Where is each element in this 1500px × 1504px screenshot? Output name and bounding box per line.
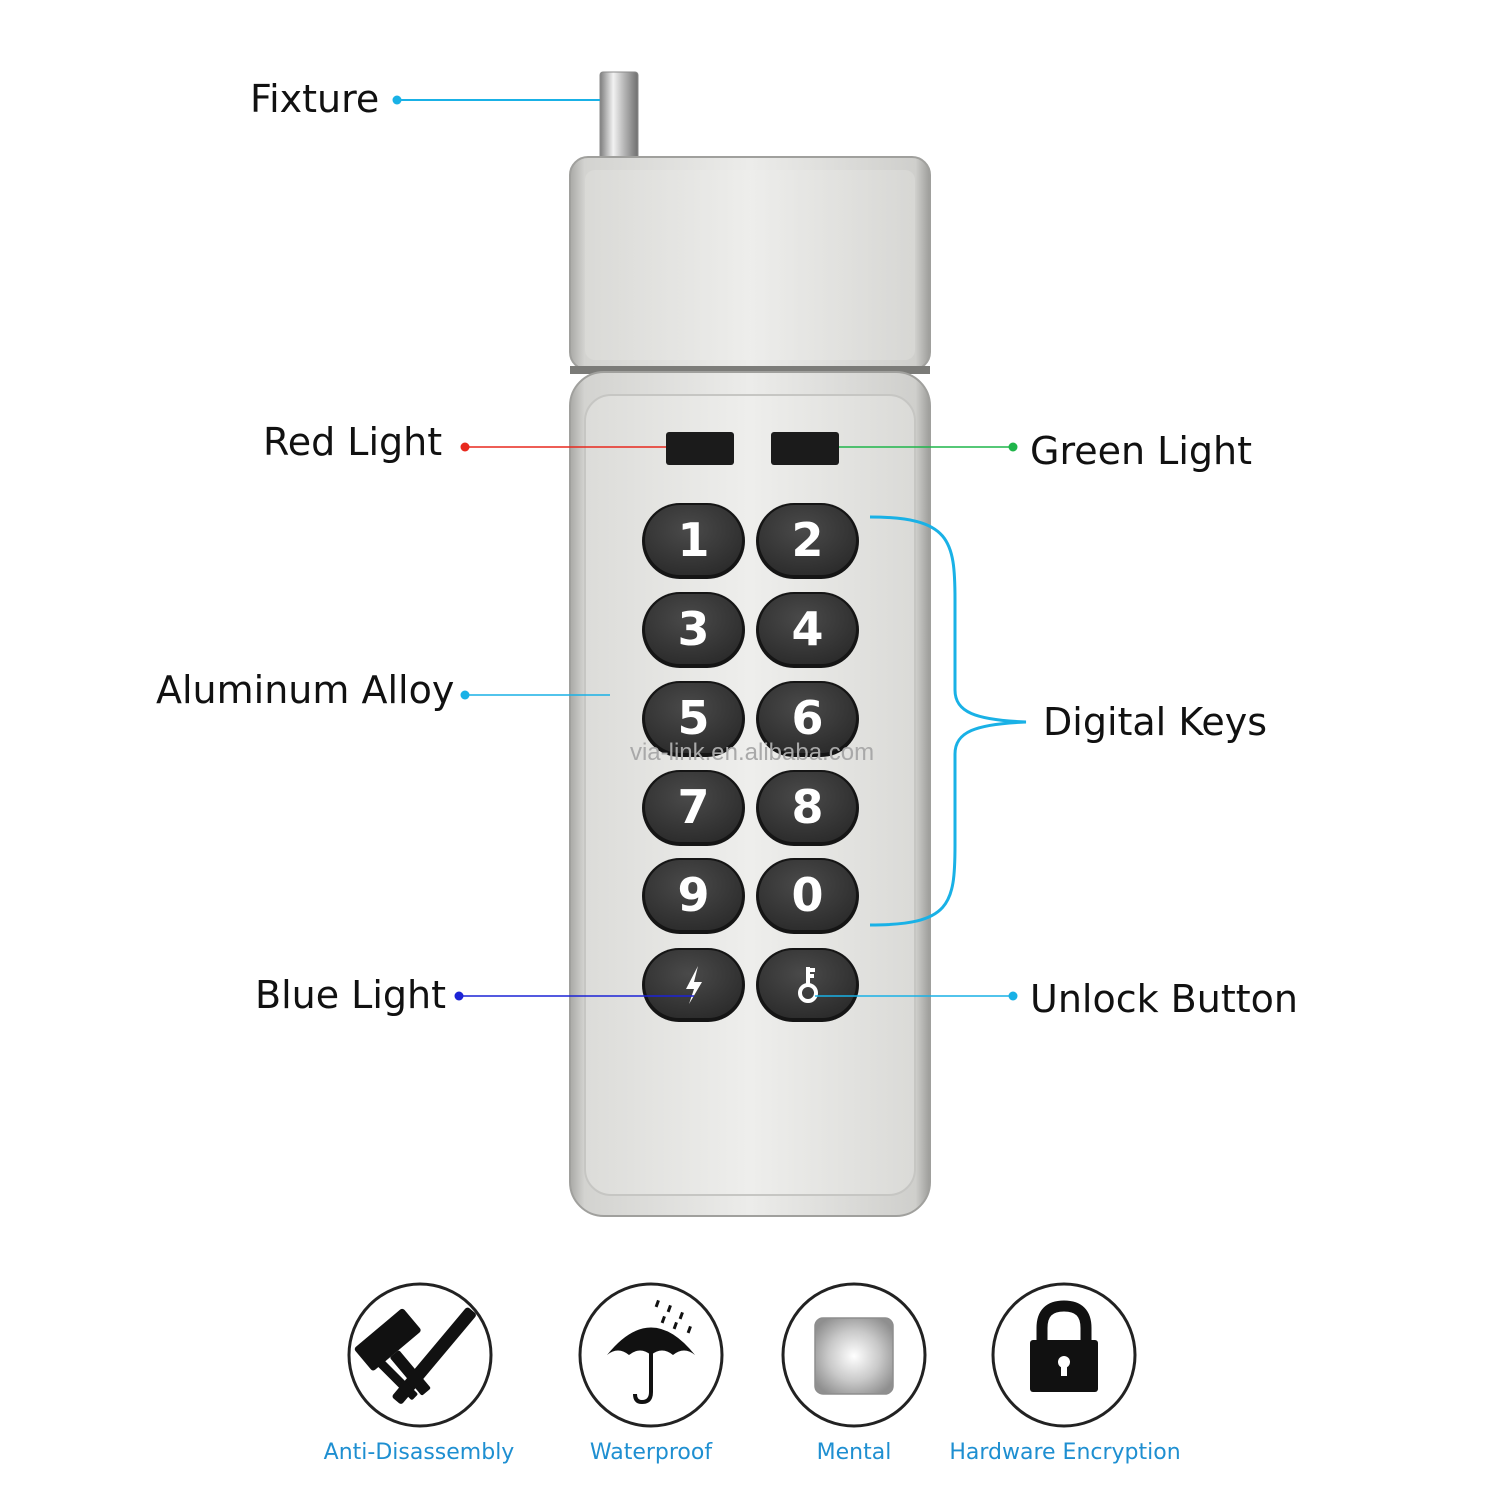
unlock-button-label: Unlock Button bbox=[1030, 977, 1298, 1021]
key-6[interactable]: 6 bbox=[756, 681, 859, 757]
hammer-tool-icon bbox=[354, 1307, 476, 1404]
key-label: 1 bbox=[677, 513, 709, 567]
feature-label-hardware-encryption: Hardware Encryption bbox=[949, 1440, 1181, 1465]
cap-seam bbox=[570, 366, 930, 374]
feature-waterproof bbox=[578, 1282, 724, 1428]
key-7[interactable]: 7 bbox=[642, 770, 745, 846]
fixture-pin bbox=[599, 71, 639, 163]
lightning-key[interactable] bbox=[642, 948, 745, 1022]
umbrella-icon bbox=[607, 1299, 695, 1405]
unlock-key[interactable] bbox=[756, 948, 859, 1022]
green-light-indicator bbox=[771, 432, 839, 465]
red-light-label: Red Light bbox=[263, 420, 443, 464]
digital-keys-grid: 1 2 3 4 5 6 7 8 9 0 bbox=[642, 503, 859, 934]
digital-keys-label: Digital Keys bbox=[1043, 700, 1268, 744]
key-label: 5 bbox=[677, 691, 709, 745]
feature-anti-disassembly bbox=[347, 1282, 493, 1428]
key-label: 7 bbox=[677, 780, 709, 834]
key-0[interactable]: 0 bbox=[756, 858, 859, 934]
metal-plate-icon bbox=[814, 1317, 894, 1395]
feature-mental bbox=[781, 1282, 927, 1428]
feature-label-waterproof: Waterproof bbox=[589, 1440, 713, 1465]
red-light-indicator bbox=[666, 432, 734, 465]
key-4[interactable]: 4 bbox=[756, 592, 859, 668]
digital-keys-bracket bbox=[869, 515, 1027, 927]
key-label: 6 bbox=[791, 691, 823, 745]
aluminum-alloy-label: Aluminum Alloy bbox=[156, 668, 455, 712]
feature-hardware-encryption bbox=[991, 1282, 1137, 1428]
key-label: 8 bbox=[791, 780, 823, 834]
keypad-panel bbox=[584, 394, 916, 1196]
feature-label-mental: Mental bbox=[816, 1440, 892, 1465]
key-label: 9 bbox=[677, 868, 709, 922]
blue-light-label: Blue Light bbox=[255, 973, 447, 1017]
watermark-text: via-link.en.alibaba.com bbox=[630, 739, 874, 766]
key-8[interactable]: 8 bbox=[756, 770, 859, 846]
key-1[interactable]: 1 bbox=[642, 503, 745, 579]
key-label: 4 bbox=[791, 602, 823, 656]
feature-label-anti-disassembly: Anti-Disassembly bbox=[323, 1440, 515, 1465]
key-label: 0 bbox=[791, 868, 823, 922]
padlock-icon bbox=[1030, 1300, 1098, 1392]
key-label: 2 bbox=[791, 513, 823, 567]
lightning-icon bbox=[686, 966, 702, 1004]
key-3[interactable]: 3 bbox=[642, 592, 745, 668]
key-9[interactable]: 9 bbox=[642, 858, 745, 934]
fixture-label: Fixture bbox=[250, 77, 380, 121]
key-5[interactable]: 5 bbox=[642, 681, 745, 757]
green-light-label: Green Light bbox=[1030, 429, 1252, 473]
key-icon bbox=[798, 967, 818, 1003]
callout-lines bbox=[392, 95, 1027, 1001]
key-label: 3 bbox=[677, 602, 709, 656]
key-2[interactable]: 2 bbox=[756, 503, 859, 579]
